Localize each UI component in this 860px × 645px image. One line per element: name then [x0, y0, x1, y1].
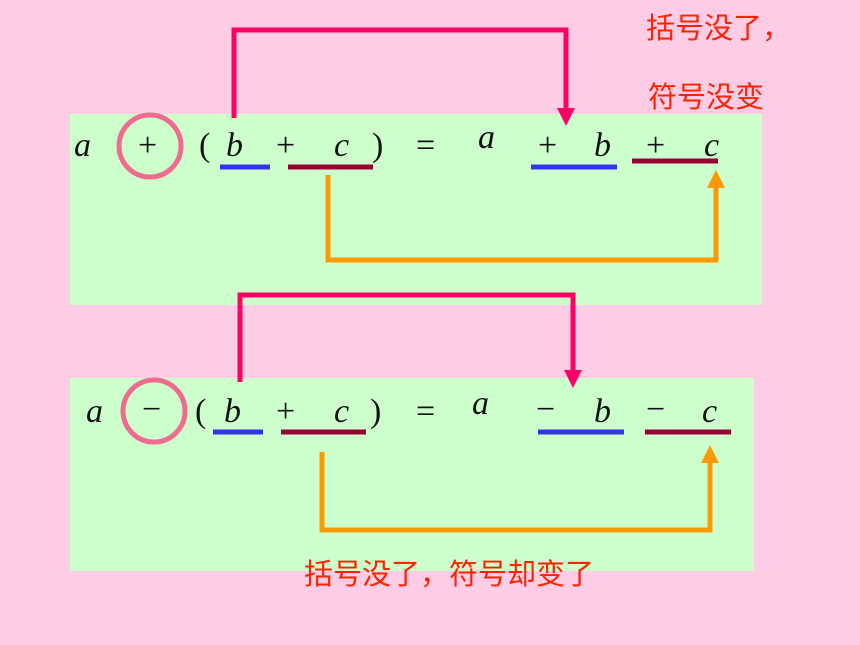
- orange-arrowhead-top: [707, 170, 725, 188]
- eq2-inner-plus: +: [276, 393, 296, 430]
- orange-arrow-top: [325, 175, 719, 263]
- circle-minus-sign: [120, 377, 188, 445]
- eq2-a: a: [86, 393, 103, 430]
- eq2-b: b: [224, 393, 241, 430]
- eq2-result-a: a: [472, 385, 489, 422]
- note-top-line2: 符号没变: [648, 80, 765, 114]
- eq1-left-paren: (: [199, 127, 211, 164]
- orange-arrow-bottom: [319, 452, 713, 533]
- pink-arrowhead-top: [557, 108, 575, 126]
- eq2-operator: −: [142, 391, 162, 428]
- eq1-a: a: [74, 127, 91, 164]
- equation-panel-top: [70, 114, 762, 305]
- pink-bracket-arrow-top: [231, 27, 569, 118]
- note-top-line1: 括号没了，: [646, 11, 792, 45]
- pink-arrowhead-bottom: [564, 370, 582, 388]
- note-bottom: 括号没了，符号却变了: [304, 557, 595, 591]
- eq2-result-c: c: [702, 393, 718, 430]
- eq1-result-a: a: [478, 119, 495, 156]
- eq1-result-c: c: [704, 127, 720, 164]
- eq2-result-op2: −: [646, 391, 666, 428]
- orange-arrowhead-bottom: [701, 445, 719, 463]
- eq1-b: b: [226, 127, 243, 164]
- eq1-c: c: [334, 127, 350, 164]
- eq2-result-op1: −: [536, 391, 556, 428]
- eq1-result-op1: +: [538, 127, 558, 164]
- eq1-operator: +: [138, 127, 158, 164]
- eq1-equals: =: [416, 127, 436, 164]
- eq1-inner-plus: +: [276, 127, 296, 164]
- eq2-result-b: b: [594, 393, 611, 430]
- eq1-result-op2: +: [646, 127, 666, 164]
- eq2-c: c: [334, 393, 350, 430]
- eq1-right-paren: ): [372, 127, 384, 164]
- pink-bracket-arrow-bottom: [237, 292, 576, 382]
- eq2-right-paren: ): [370, 393, 382, 430]
- eq2-left-paren: (: [195, 393, 207, 430]
- eq2-equals: =: [416, 393, 436, 430]
- eq1-result-b: b: [594, 127, 611, 164]
- circle-plus-sign: [116, 112, 184, 180]
